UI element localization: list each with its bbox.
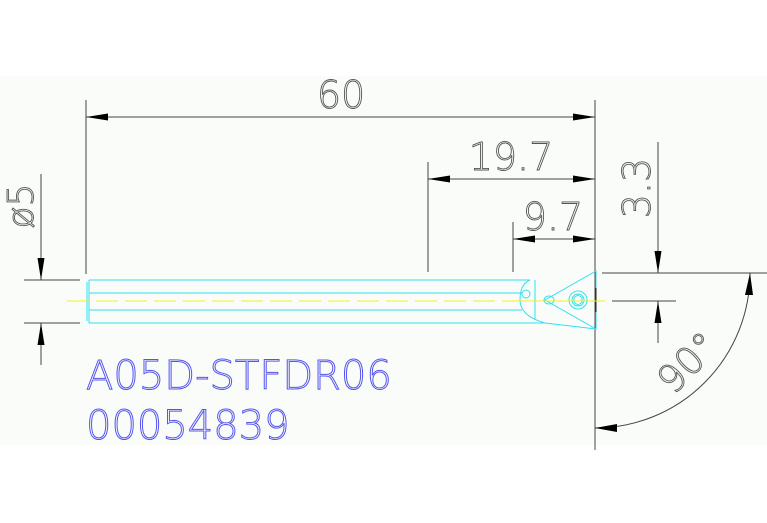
dimension-diameter: ø5 [1, 174, 80, 365]
dimension-text-3-3: 3.3 [615, 158, 659, 218]
arrow-right-icon [573, 175, 595, 183]
arrow-right-icon [573, 235, 595, 243]
arrow-up-icon [745, 273, 753, 295]
dimension-text-9-7: 9.7 [523, 195, 583, 239]
dimension-length-b: 9.7 [512, 195, 595, 272]
arrow-down-icon [654, 251, 662, 273]
screw-icon [568, 290, 588, 310]
arrow-left-icon [428, 175, 450, 183]
drawing-panel [0, 76, 767, 445]
dimension-angle: 90° [594, 272, 753, 432]
dimension-text-19-7: 19.7 [469, 135, 554, 179]
tool-body [86, 270, 597, 330]
dimension-overall-length: 60 [85, 73, 596, 450]
arrow-left-icon [595, 424, 617, 432]
dimension-text-60: 60 [317, 73, 365, 117]
dimension-text-diameter: ø5 [1, 184, 42, 229]
order-number-label: 00054839 [86, 403, 290, 449]
dimension-length-a: 19.7 [427, 135, 595, 272]
arrow-right-icon [573, 113, 595, 121]
arrow-up-icon [37, 323, 45, 345]
arrow-left-icon [86, 113, 108, 121]
dimension-offset-height: 3.3 [602, 142, 767, 343]
dimension-text-90: 90° [648, 323, 727, 402]
arrow-left-icon [513, 235, 535, 243]
arrow-up-icon [654, 301, 662, 323]
part-number-label: A05D-STFDR06 [86, 353, 392, 399]
arrow-down-icon [37, 258, 45, 280]
